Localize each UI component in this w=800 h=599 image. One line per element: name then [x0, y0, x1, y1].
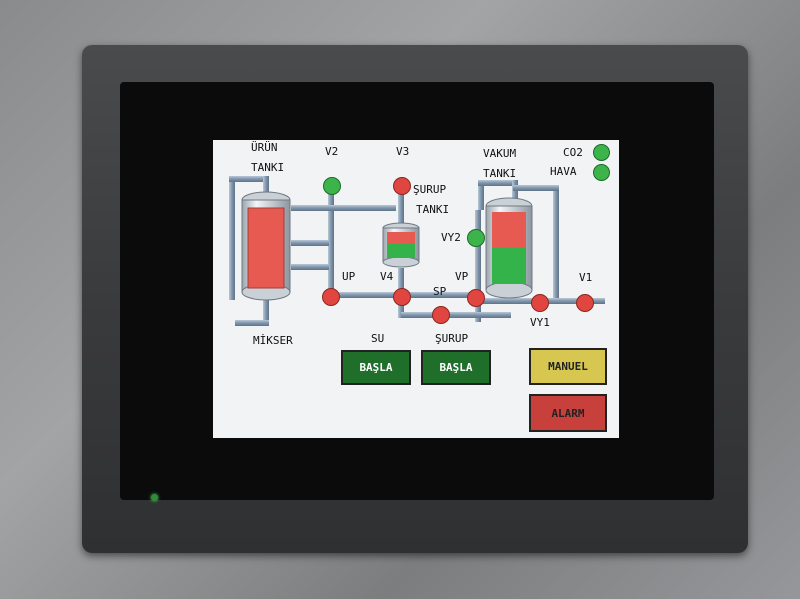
valve-sp[interactable] — [432, 306, 450, 324]
process-diagram — [229, 176, 605, 326]
power-led — [151, 494, 158, 501]
label-surup-tanki: TANKI — [416, 203, 450, 216]
valve-v4[interactable] — [393, 288, 411, 306]
label-surup: ŞURUP — [413, 183, 447, 196]
label-surup-pump: ŞURUP — [435, 332, 469, 345]
label-hava: HAVA — [550, 165, 577, 178]
label-v2: V2 — [325, 145, 339, 158]
hmi-screen[interactable]: ÜRÜN TANKI V2 V3 ŞURUP TANKI VAKUM TANKI… — [213, 140, 619, 438]
label-v4: V4 — [380, 270, 394, 283]
indicator-hava — [593, 164, 610, 181]
valve-v2[interactable] — [323, 177, 341, 195]
valve-v3[interactable] — [393, 177, 411, 195]
label-vakum: VAKUM — [483, 147, 517, 160]
indicator-co2 — [593, 144, 610, 161]
label-sp: SP — [433, 285, 447, 298]
label-vy2: VY2 — [441, 231, 461, 244]
label-su: SU — [371, 332, 385, 345]
label-vp: VP — [455, 270, 469, 283]
label-v1: V1 — [579, 271, 593, 284]
vakum-tank — [485, 197, 533, 299]
label-v3: V3 — [396, 145, 410, 158]
label-vakum-tanki: TANKI — [483, 167, 517, 180]
valve-vy2[interactable] — [467, 229, 485, 247]
urun-tank — [241, 191, 291, 301]
label-urun: ÜRÜN — [251, 141, 278, 154]
alarm-button[interactable]: ALARM — [529, 394, 607, 432]
label-urun-tanki: TANKI — [251, 161, 285, 174]
label-co2: CO2 — [563, 146, 583, 159]
su-start-button[interactable]: BAŞLA — [341, 350, 411, 385]
surup-tank — [382, 222, 420, 268]
valve-vp[interactable] — [467, 289, 485, 307]
valve-up[interactable] — [322, 288, 340, 306]
label-vy1: VY1 — [530, 316, 550, 329]
surup-start-button[interactable]: BAŞLA — [421, 350, 491, 385]
label-mikser: MİKSER — [253, 334, 293, 347]
label-up: UP — [342, 270, 356, 283]
manuel-button[interactable]: MANUEL — [529, 348, 607, 385]
valve-v1[interactable] — [576, 294, 594, 312]
valve-vy1[interactable] — [531, 294, 549, 312]
